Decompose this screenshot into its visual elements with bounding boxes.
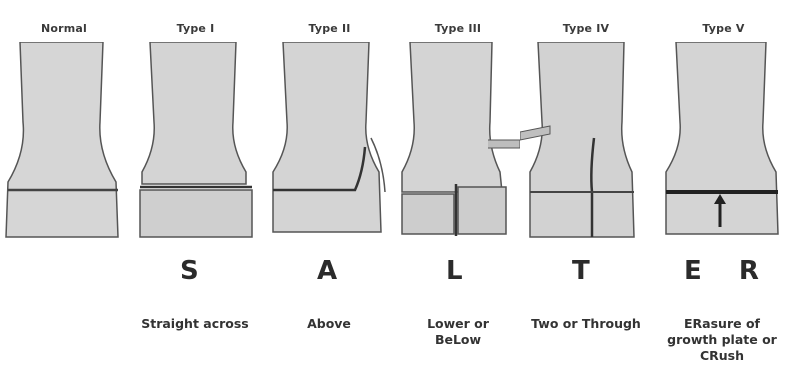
title-type-iii: Type III	[435, 22, 481, 36]
letter-l: L	[446, 256, 477, 286]
title-type-v: Type V	[702, 22, 744, 36]
column-type-iii: Type III L Lower or BeLow	[396, 0, 520, 382]
letter-t: T	[572, 256, 604, 286]
title-type-iv: Type IV	[563, 22, 610, 36]
bone-type-ii	[263, 42, 396, 242]
letter-a: A	[317, 256, 351, 286]
column-type-ii: Type II A Above	[263, 0, 396, 382]
desc-straight-across: Straight across	[139, 316, 251, 332]
column-type-iv: Type IV T Two or Through	[520, 0, 652, 382]
title-type-i: Type I	[177, 22, 215, 36]
title-normal: Normal	[41, 22, 87, 36]
letter-s: S	[180, 256, 213, 286]
letters-e-r: E R	[684, 256, 773, 286]
bone-type-v	[652, 42, 795, 242]
column-type-v: Type V E R ERasure of growth plate or CR…	[652, 0, 795, 382]
desc-erasure-or-crush: ERasure of growth plate or CRush	[666, 316, 778, 364]
desc-lower-or-below: Lower or BeLow	[402, 316, 514, 348]
desc-two-or-through: Two or Through	[530, 316, 642, 332]
bone-type-iv	[520, 42, 652, 242]
bone-normal	[0, 42, 128, 242]
title-type-ii: Type II	[308, 22, 350, 36]
bone-type-iii	[396, 42, 520, 242]
column-normal: Normal	[0, 0, 128, 382]
bone-type-i	[128, 42, 263, 242]
column-type-i: Type I S Straight across	[128, 0, 263, 382]
desc-above: Above	[273, 316, 385, 332]
